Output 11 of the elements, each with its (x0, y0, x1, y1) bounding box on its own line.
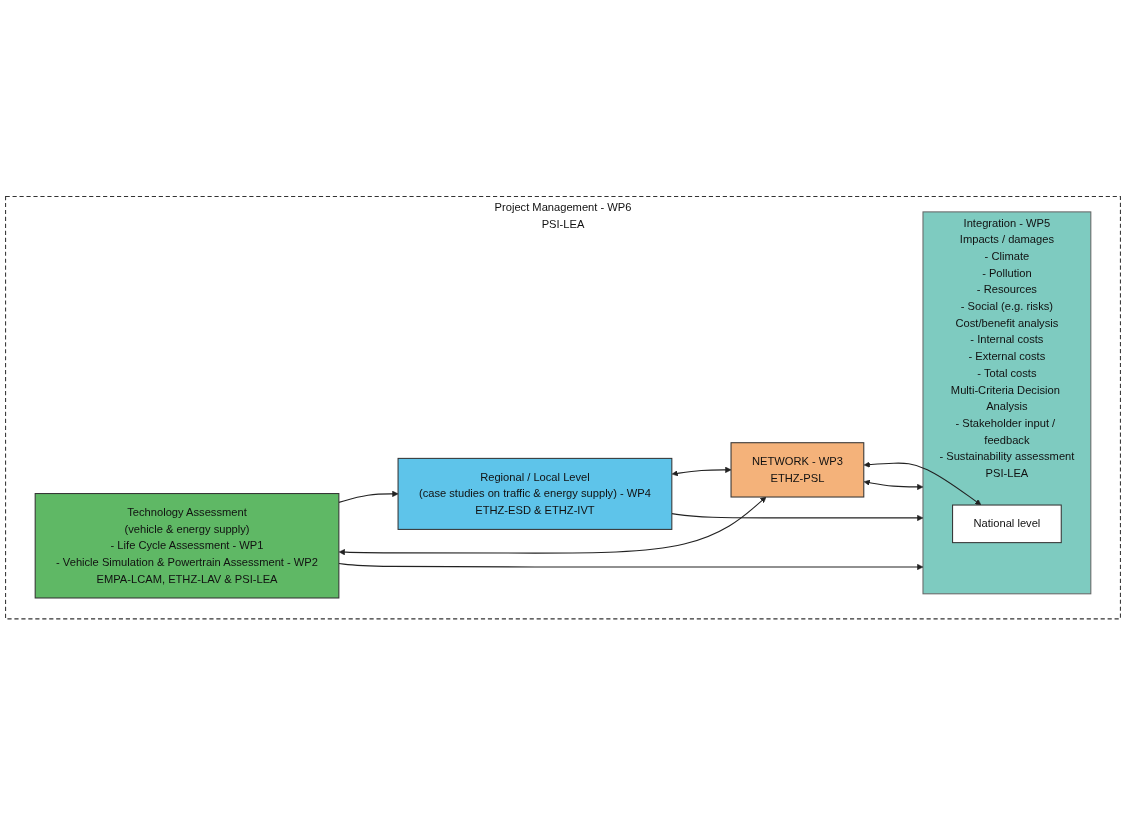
arrow (338, 563, 924, 571)
node-box: Technology Assessment (vehicle & energy supply) - Life Cycle Assessment - WP1 - Vehicle Simulation & Powertrain Assessment - WP2 EMPA-LCAM, ETHZ-LAV & PSI-LEA (34, 493, 340, 599)
arrow (671, 513, 924, 522)
node-box: National level (952, 504, 1062, 544)
arrow (338, 491, 399, 504)
arrow (671, 467, 732, 477)
node-box: NETWORK - WP3 ETHZ-PSL (730, 442, 865, 498)
arrow (863, 479, 924, 491)
arrow (863, 461, 982, 506)
node-box: Regional / Local Level (case studies on traffic & energy supply) - WP4 ETHZ-ESD & ETHZ-IVT (397, 458, 673, 531)
arrow (338, 497, 767, 556)
